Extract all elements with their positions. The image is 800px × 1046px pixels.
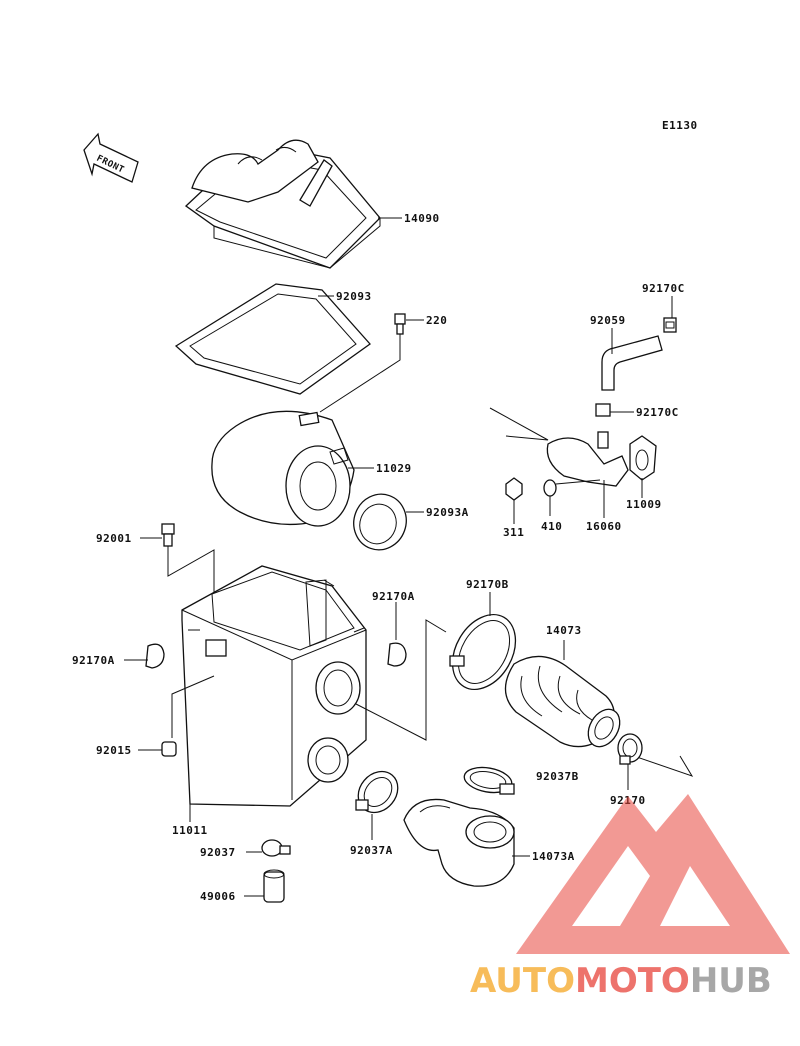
washer-410-part (543, 479, 557, 497)
watermark-part3: HUB (690, 961, 772, 1001)
label-11029: 11029 (376, 462, 412, 475)
watermark-part1: AUTO (470, 961, 575, 1001)
label-92037: 92037 (200, 846, 236, 859)
label-92093: 92093 (336, 290, 372, 303)
label-92170A-left: 92170A (72, 654, 115, 667)
clamp-92037A-part (355, 770, 399, 814)
breather-fitting-part (546, 431, 629, 487)
seal-ring-part (353, 493, 407, 551)
breather-hose-part (601, 335, 663, 391)
air-filter-element-part (211, 410, 355, 527)
clamp-92170C-top-part (663, 317, 677, 333)
clamp-92170-part (617, 733, 643, 765)
label-11011: 11011 (172, 824, 208, 837)
front-arrow-icon: FRONT (83, 132, 139, 183)
label-410: 410 (541, 520, 562, 533)
label-92170A-mid: 92170A (372, 590, 415, 603)
clamp-92170A-mid-part (387, 642, 407, 667)
label-11009: 11009 (626, 498, 662, 511)
label-92037B: 92037B (536, 770, 579, 783)
diagram-code: E1130 (662, 119, 698, 132)
clamp-92170A-left-part (145, 643, 165, 669)
air-cleaner-cover-part (184, 139, 381, 269)
label-14073: 14073 (546, 624, 582, 637)
grommet-92015-part (161, 741, 177, 757)
intake-duct-part (403, 798, 515, 887)
label-14073A: 14073A (532, 850, 575, 863)
label-220: 220 (426, 314, 447, 327)
label-311: 311 (503, 526, 524, 539)
nut-311-part (505, 477, 523, 501)
label-92059: 92059 (590, 314, 626, 327)
watermark-text: AUTOMOTOHUB (470, 961, 772, 1001)
label-49006: 49006 (200, 890, 236, 903)
label-92093A: 92093A (426, 506, 469, 519)
label-14090: 14090 (404, 212, 440, 225)
label-92170B: 92170B (466, 578, 509, 591)
air-cleaner-housing-part (181, 565, 367, 807)
fitting-gasket-part (629, 435, 657, 481)
drain-hose-part (263, 869, 285, 903)
label-92001: 92001 (96, 532, 132, 545)
gasket-part (174, 283, 371, 395)
label-92170C-mid: 92170C (636, 406, 679, 419)
label-92015: 92015 (96, 744, 132, 757)
clamp-92170C-mid-part (595, 403, 611, 417)
intake-boot-part (504, 655, 621, 748)
bolt-220-part (394, 313, 406, 335)
label-92170C-top: 92170C (642, 282, 685, 295)
watermark-logo (516, 794, 790, 954)
clamp-92037B-part (463, 766, 515, 795)
clamp-92037-part (261, 839, 291, 857)
label-92037A: 92037A (350, 844, 393, 857)
bolt-92001-part (161, 523, 175, 547)
watermark-triangle-icon (516, 794, 790, 954)
watermark-part2: MOTO (575, 961, 690, 1001)
clamp-92170B-part (449, 613, 517, 691)
label-16060: 16060 (586, 520, 622, 533)
